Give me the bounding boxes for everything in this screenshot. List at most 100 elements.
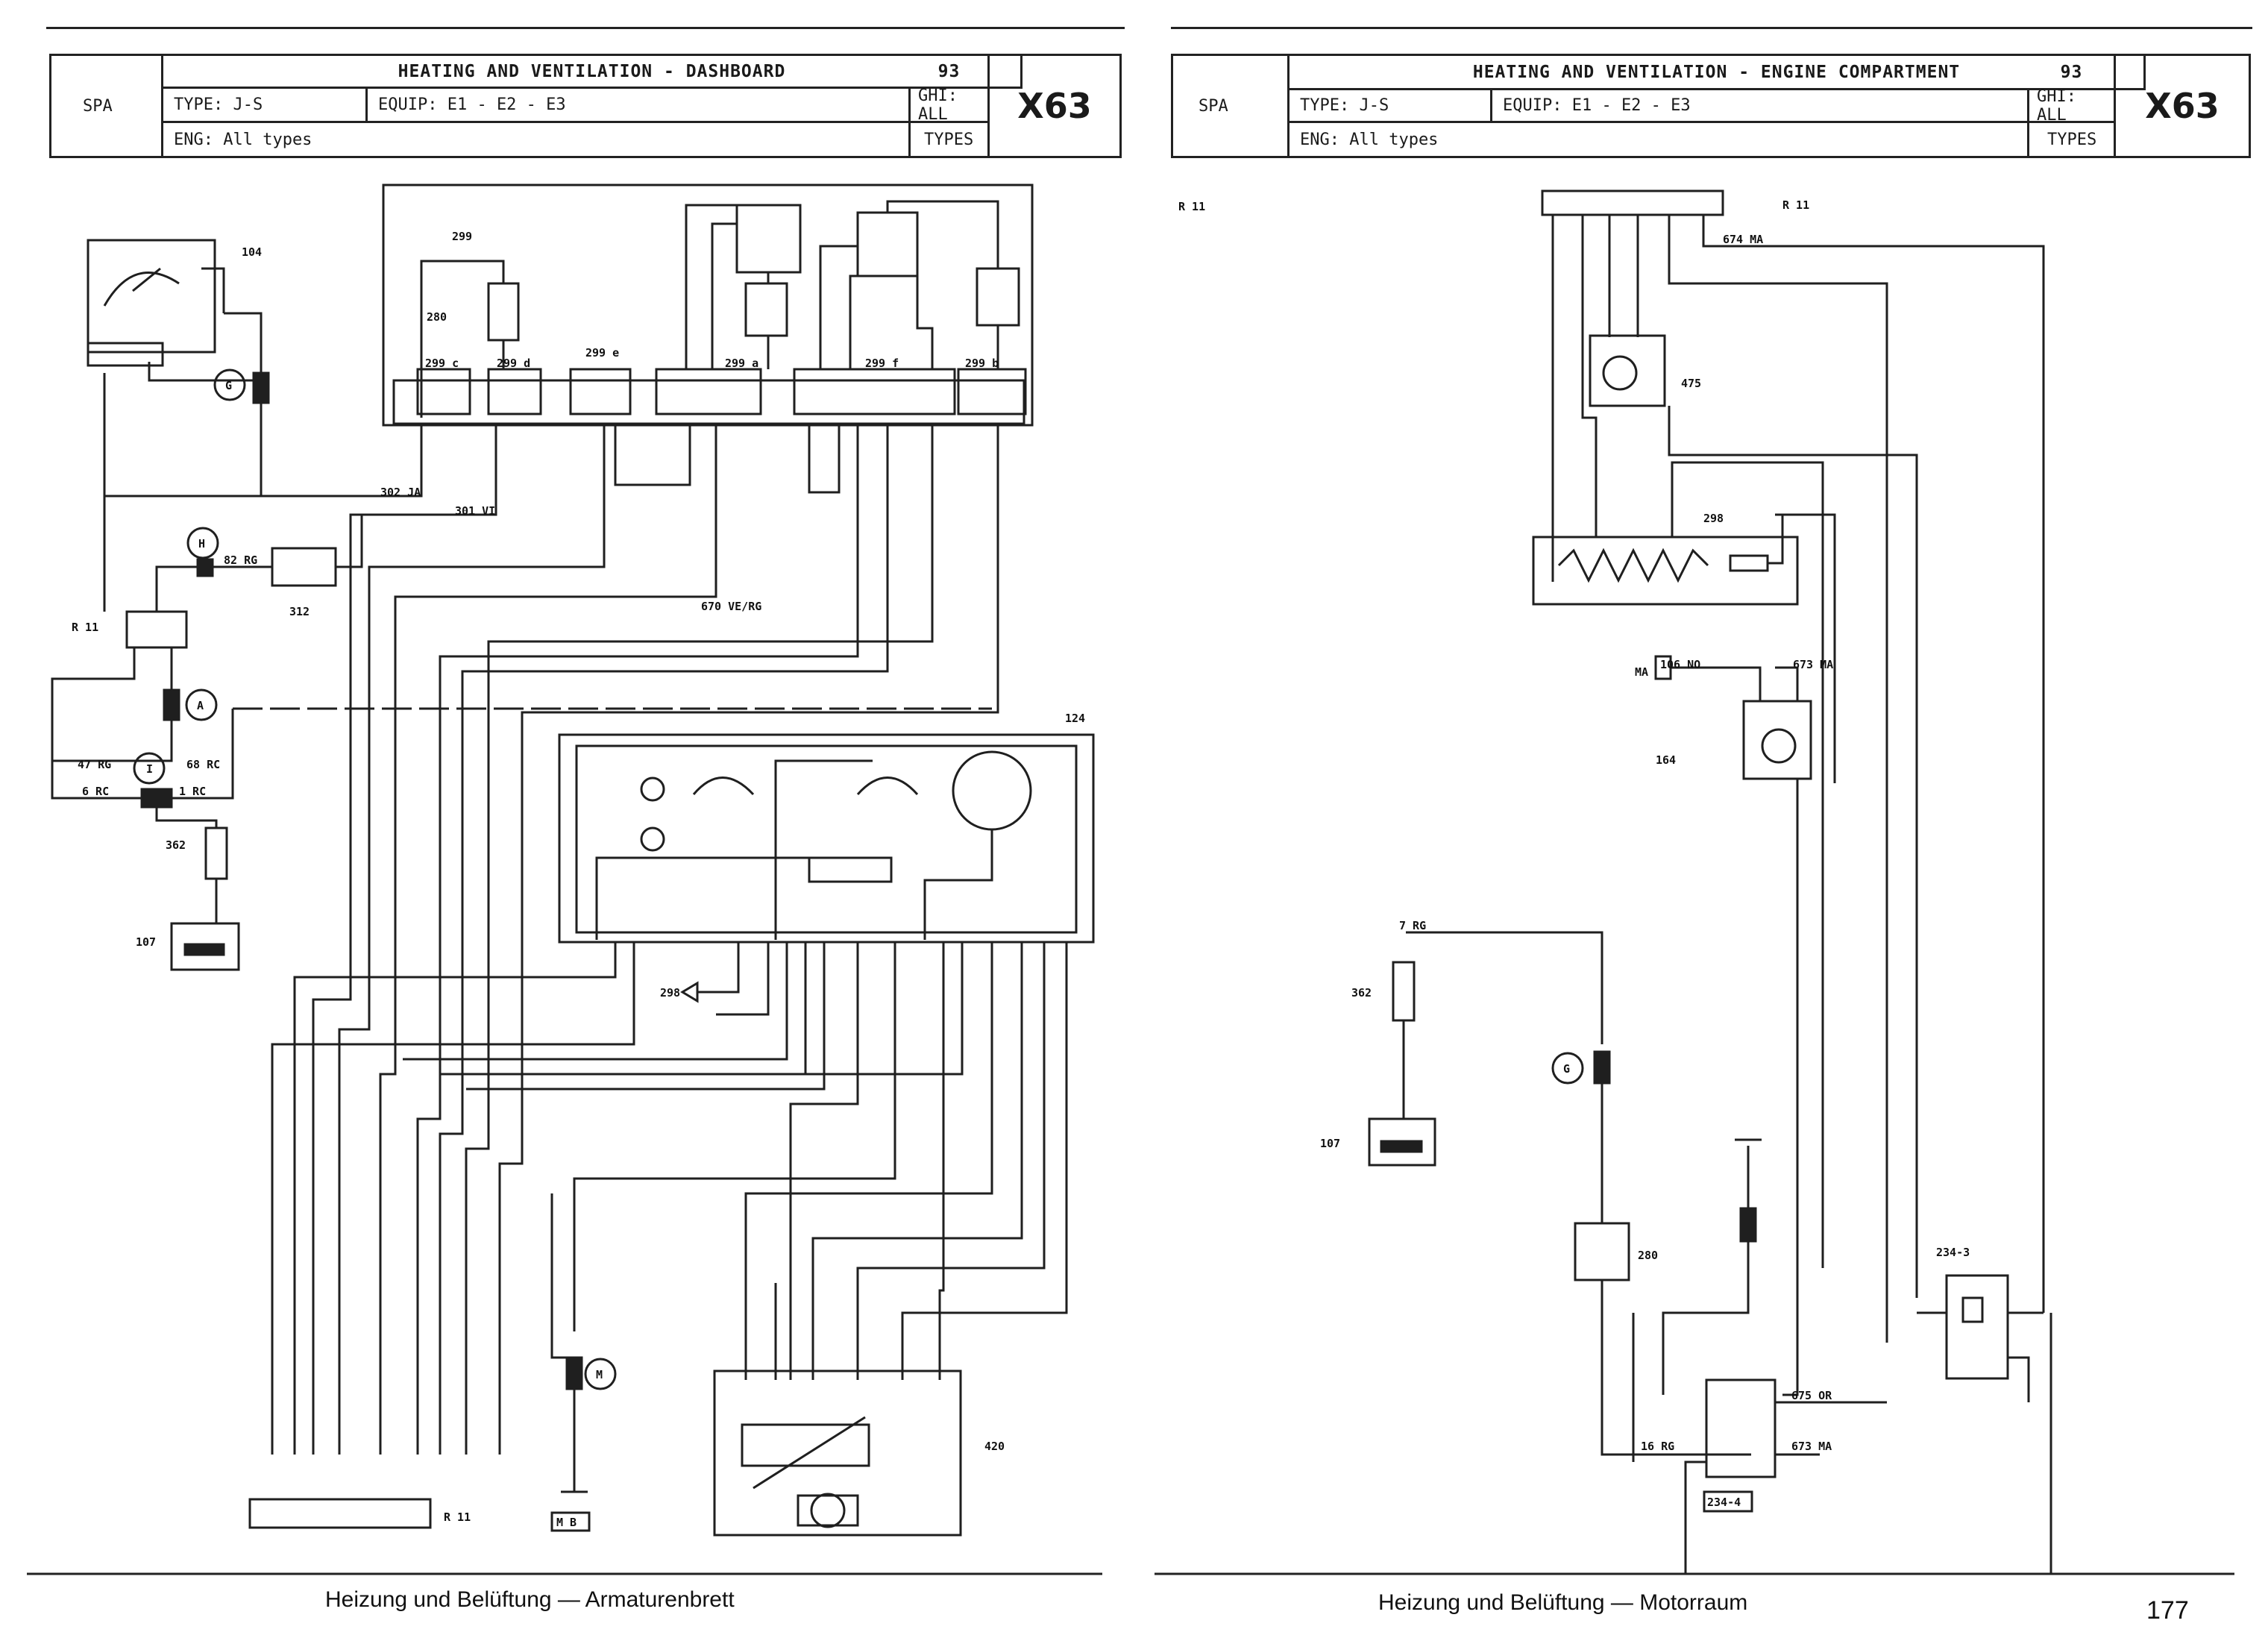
r-comp-107: 107 <box>1320 1137 1340 1150</box>
wire-7RG <box>1406 931 1603 1044</box>
comp-104: 104 <box>242 245 262 259</box>
relay-coil <box>1961 1296 1984 1323</box>
switch-312 <box>271 547 337 587</box>
comp-124: 124 <box>1065 712 1085 725</box>
r-comp-298: 298 <box>1703 512 1724 525</box>
conn-299e-label: 299 e <box>585 346 619 360</box>
connector-G-circle-right <box>1551 1052 1584 1085</box>
connector-M-block <box>565 1356 583 1390</box>
r-comp-ma: MA <box>1635 665 1648 679</box>
ground-mb <box>550 1511 591 1532</box>
connector-105-block <box>1739 1207 1757 1243</box>
wire-841BA <box>293 942 617 1455</box>
rotary-switch-1 <box>692 776 755 796</box>
relay-r11-label: R 11 <box>72 621 98 634</box>
wire-label-68rc: 68 RC <box>186 758 220 771</box>
left-types: TYPES <box>911 123 990 156</box>
wire-678OR <box>465 424 934 1455</box>
conn-M: M <box>596 1368 603 1381</box>
wire-label-1rc: 1 RC <box>179 785 206 798</box>
comp-299: 299 <box>452 230 472 243</box>
dashboard-connector-strip <box>392 379 1025 425</box>
motor-420-resistor <box>741 1423 870 1467</box>
dashboard-box-outline <box>382 183 1034 427</box>
wire-697OR <box>811 942 1023 1380</box>
gauge-needle <box>132 267 161 292</box>
connector-r11-bottom <box>248 1498 432 1529</box>
wire-537NO-m <box>550 1193 574 1359</box>
left-page-code: 93 <box>911 56 990 89</box>
lamp-L1 <box>640 776 665 802</box>
conn-299c-label: 299 c <box>425 357 459 370</box>
r-top-r11: R 11 <box>1782 198 1809 212</box>
left-equip: EQUIP: E1 - E2 - E3 <box>368 89 911 123</box>
connector-A-circle <box>185 688 218 721</box>
comp-420: 420 <box>984 1440 1005 1453</box>
fan-motor-164 <box>1742 700 1812 780</box>
r-comp-164: 164 <box>1656 753 1676 767</box>
right-code: X63 <box>2145 86 2220 126</box>
r-wire-106no: 106 NO <box>1660 658 1700 671</box>
thermal-fuse <box>1729 554 1769 572</box>
wire-label-301vi: 301 VI <box>455 504 495 518</box>
gauge-104 <box>87 239 216 354</box>
wire-6RG <box>51 647 136 761</box>
bottom-r11-label: R 11 <box>444 1510 471 1524</box>
relay-1 <box>735 204 802 274</box>
right-top-rule <box>1171 27 2252 29</box>
fuse-f17 <box>744 282 788 337</box>
wire-301VI <box>522 942 964 1076</box>
wire-17RG <box>1684 1313 2052 1575</box>
control-module <box>808 856 893 883</box>
wire <box>1668 406 1918 1298</box>
r-wire-7rg: 7 RG <box>1399 919 1426 932</box>
fuse-f10 <box>487 282 520 342</box>
rotary-switch-2 <box>856 776 919 795</box>
wire <box>916 276 934 369</box>
right-eng: ENG: All types <box>1290 123 2029 156</box>
wire-17RG <box>2008 1356 2030 1402</box>
wire-671MA <box>439 424 889 1455</box>
wire-85RG <box>338 424 606 1455</box>
page-number: 177 <box>2146 1596 2189 1625</box>
wire <box>1768 513 1784 565</box>
right-equip: EQUIP: E1 - E2 - E3 <box>1492 90 2029 123</box>
wire-677VE <box>716 942 770 1016</box>
wire <box>685 204 768 369</box>
wire <box>1782 513 1836 783</box>
battery-107 <box>170 922 240 971</box>
arrow-298 <box>680 981 699 1003</box>
right-types: TYPES <box>2029 123 2116 156</box>
wire-302JA <box>103 373 423 498</box>
right-caption: Heizung und Belüftung — Motorraum <box>1378 1590 1748 1615</box>
resistor-298 <box>1532 536 1799 606</box>
wire-535NO <box>573 942 896 1331</box>
r-comp-475: 475 <box>1681 377 1701 390</box>
wire <box>420 260 505 418</box>
wire <box>201 267 225 313</box>
wire-696SA <box>856 942 1046 1380</box>
wire-408BK <box>697 942 740 994</box>
lamp-L2 <box>640 826 665 852</box>
wire-693VE <box>744 942 993 1283</box>
wire-671MA-mid <box>1581 336 1598 537</box>
right-type: TYPE: J-S <box>1290 90 1492 123</box>
r-comp-234-3: 234-3 <box>1936 1246 1970 1259</box>
r-comp-362: 362 <box>1351 986 1372 1000</box>
connector-G-block <box>252 371 270 404</box>
wire-301VI <box>312 424 497 1455</box>
right-page-code: 93 <box>2029 56 2116 90</box>
ground-ma <box>1654 655 1672 680</box>
conn-G: G <box>225 379 232 392</box>
r-wire-673ma: 673 MA <box>1793 658 1833 671</box>
wire-47RG <box>51 720 173 800</box>
wire-843VI <box>271 942 635 1455</box>
wire-20RG <box>148 312 263 382</box>
left-top-rule <box>46 27 1125 29</box>
wire-675OR <box>466 942 826 1091</box>
wire-537NO <box>416 424 859 1455</box>
r-comp-r11: R 11 <box>1178 200 1205 213</box>
gauge-104-connector <box>87 342 164 367</box>
rotary-knob <box>952 750 1032 831</box>
